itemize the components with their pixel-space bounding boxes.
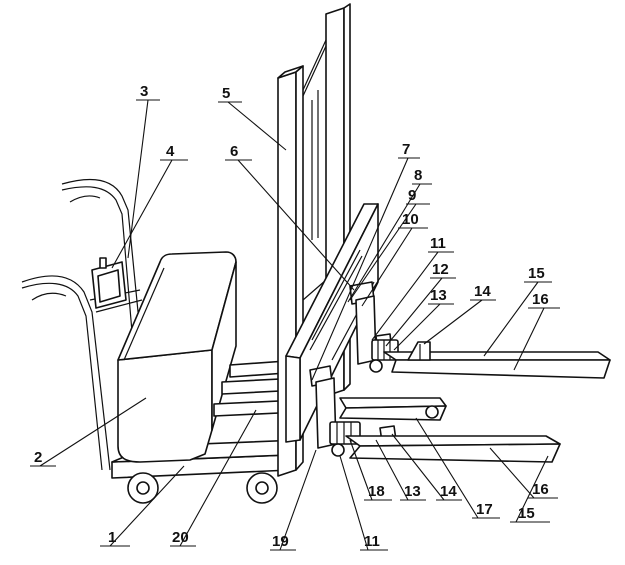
label-15-upper: 15: [528, 265, 545, 282]
lower-fork: [345, 435, 561, 463]
label-9: 9: [408, 187, 416, 204]
battery-box: [117, 251, 237, 463]
upper-fork: [383, 341, 611, 379]
label-13-lower: 13: [404, 483, 421, 500]
upper-slider: [349, 281, 399, 373]
label-18: 18: [368, 483, 385, 500]
label-1: 1: [108, 529, 116, 546]
label-5: 5: [222, 85, 230, 102]
label-10: 10: [402, 211, 419, 228]
label-14-lower: 14: [440, 483, 457, 500]
label-11-lower: 11: [364, 533, 380, 550]
label-16-upper: 16: [532, 291, 549, 308]
label-12: 12: [432, 261, 449, 278]
label-7: 7: [402, 141, 410, 158]
label-2: 2: [34, 449, 42, 466]
label-16-lower: 16: [532, 481, 549, 498]
label-6: 6: [230, 143, 238, 160]
label-19: 19: [272, 533, 289, 550]
label-3: 3: [140, 83, 148, 100]
label-17: 17: [476, 501, 493, 518]
handle-frame: [21, 178, 143, 471]
label-20: 20: [172, 529, 189, 546]
reference-numerals: 3 4 5 6 7 8 9 10 11 12 13 14 15 16 16 15…: [34, 83, 549, 550]
label-13-upper: 13: [430, 287, 447, 304]
cross-beam: [339, 397, 447, 421]
label-14-upper: 14: [474, 283, 491, 300]
label-15-lower: 15: [518, 505, 535, 522]
label-4: 4: [166, 143, 175, 160]
label-11-upper: 11: [430, 235, 446, 252]
leader-lines: [30, 99, 560, 551]
label-8: 8: [414, 167, 422, 184]
